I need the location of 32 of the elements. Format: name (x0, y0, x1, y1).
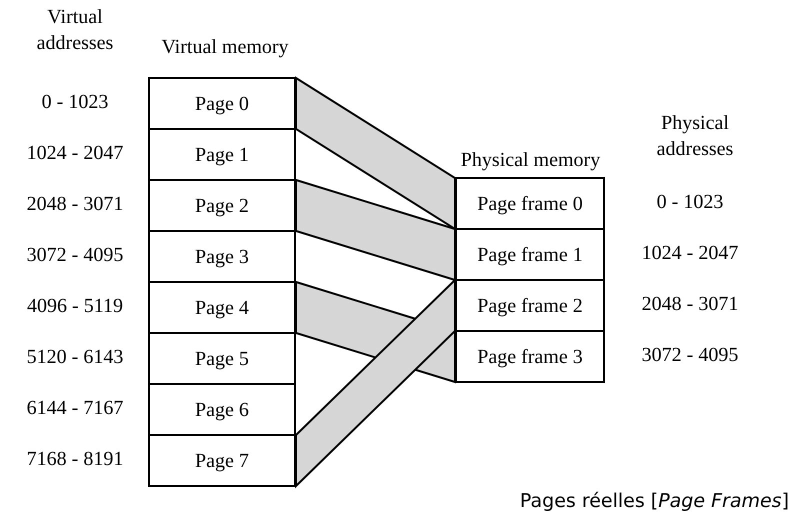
page-box: Page 4 (148, 281, 296, 334)
page-box: Page 1 (148, 128, 296, 181)
address-range: 3072 - 4095 (26, 243, 124, 268)
page-box: Page 7 (148, 434, 296, 487)
page-frame-box: Page frame 0 (455, 177, 605, 230)
column-heading: Physical addresses (656, 111, 734, 162)
page-box: Page 2 (148, 179, 296, 232)
address-range: 1024 - 2047 (640, 241, 740, 266)
address-range: 0 - 1023 (656, 190, 724, 215)
page-frame-box: Page frame 2 (455, 279, 605, 332)
page-box: Page 5 (148, 332, 296, 385)
address-range: 2048 - 3071 (26, 192, 124, 217)
address-range: 2048 - 3071 (640, 292, 740, 317)
mapping-band (295, 76, 456, 231)
column-heading: Virtual memory (160, 35, 290, 60)
address-range: 3072 - 4095 (640, 343, 740, 368)
mapping-band (295, 178, 456, 282)
address-range: 6144 - 7167 (26, 396, 124, 421)
address-range: 0 - 1023 (40, 90, 110, 115)
column-heading: Virtual addresses (36, 5, 114, 56)
address-range: 5120 - 6143 (26, 345, 124, 370)
page-box: Page 0 (148, 77, 296, 130)
caption: Pages réelles [Page Frames] (520, 489, 789, 514)
page-frame-box: Page frame 1 (455, 228, 605, 281)
address-range: 7168 - 8191 (26, 447, 124, 472)
address-range: 1024 - 2047 (26, 141, 124, 166)
mapping-band (295, 278, 456, 488)
address-range: 4096 - 5119 (26, 294, 124, 319)
column-heading: Physical memory (460, 148, 602, 173)
page-box: Page 6 (148, 383, 296, 436)
page-frame-box: Page frame 3 (455, 330, 605, 383)
page-box: Page 3 (148, 230, 296, 283)
